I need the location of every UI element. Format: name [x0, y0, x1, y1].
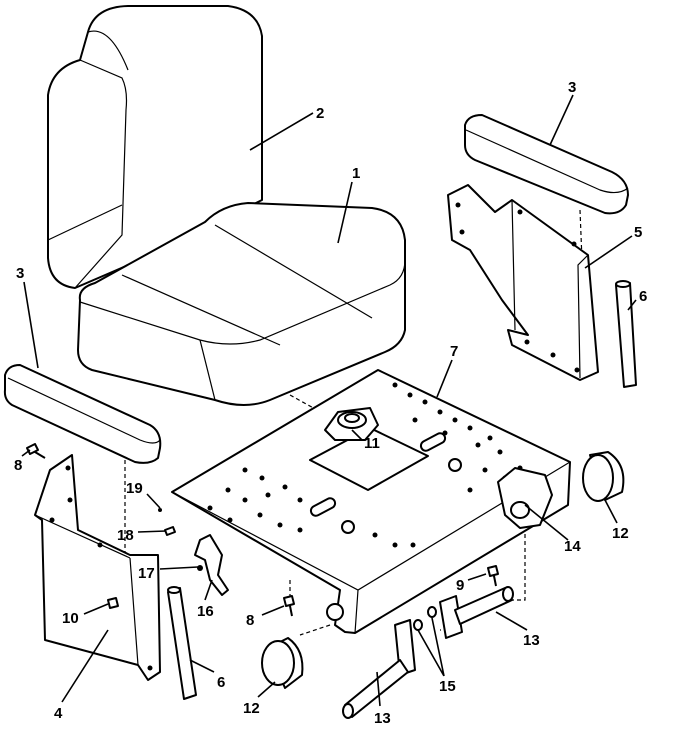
- spacer-lower: [261, 637, 304, 689]
- pivot-block: [497, 467, 553, 529]
- callout-8-lower: 8: [246, 612, 254, 629]
- callout-10: 10: [62, 610, 79, 627]
- callout-11: 11: [364, 435, 380, 452]
- callout-5: 5: [634, 224, 642, 241]
- callout-3-right: 3: [568, 79, 576, 96]
- callout-4: 4: [54, 705, 63, 722]
- callout-1: 1: [352, 165, 360, 182]
- seat-cushion: [77, 202, 406, 406]
- armrest-bracket-left: [34, 454, 161, 681]
- rod-left: [167, 586, 197, 700]
- callout-6-right: 6: [639, 288, 647, 305]
- armrest-left: [3, 364, 162, 464]
- callout-3-left: 3: [16, 265, 24, 282]
- seat-base-plate: [171, 369, 571, 634]
- armrest-right: [464, 114, 629, 215]
- washers-15: [413, 606, 437, 631]
- callout-15: 15: [439, 678, 456, 695]
- callout-19: 19: [126, 480, 143, 497]
- armrest-bracket-right: [447, 184, 599, 381]
- callout-7: 7: [450, 343, 458, 360]
- callout-14: 14: [564, 538, 581, 555]
- callout-8-upper: 8: [14, 457, 22, 474]
- mounting-boss: [324, 407, 379, 441]
- callout-16: 16: [197, 603, 214, 620]
- pivot-pin-right: [439, 586, 514, 639]
- rod-right: [615, 280, 637, 388]
- callout-labels: 1 2 3 3 4 5 6 6 7 8 8 9 10 11 12 12 13 1…: [14, 79, 647, 727]
- callout-9: 9: [456, 577, 464, 594]
- callout-13-right: 13: [523, 632, 540, 649]
- callout-6-lower: 6: [217, 674, 225, 691]
- pivot-pin-lower: [342, 619, 416, 719]
- callout-17: 17: [138, 565, 155, 582]
- screws: [26, 443, 499, 617]
- callout-13-lower: 13: [374, 710, 391, 727]
- callout-12-right: 12: [612, 525, 629, 542]
- latch-16-17: [194, 534, 229, 596]
- callout-12-lower: 12: [243, 700, 260, 717]
- leader-lines: [21, 94, 637, 707]
- callout-2: 2: [316, 105, 324, 122]
- spacer-right: [582, 451, 625, 502]
- callout-18: 18: [117, 527, 134, 544]
